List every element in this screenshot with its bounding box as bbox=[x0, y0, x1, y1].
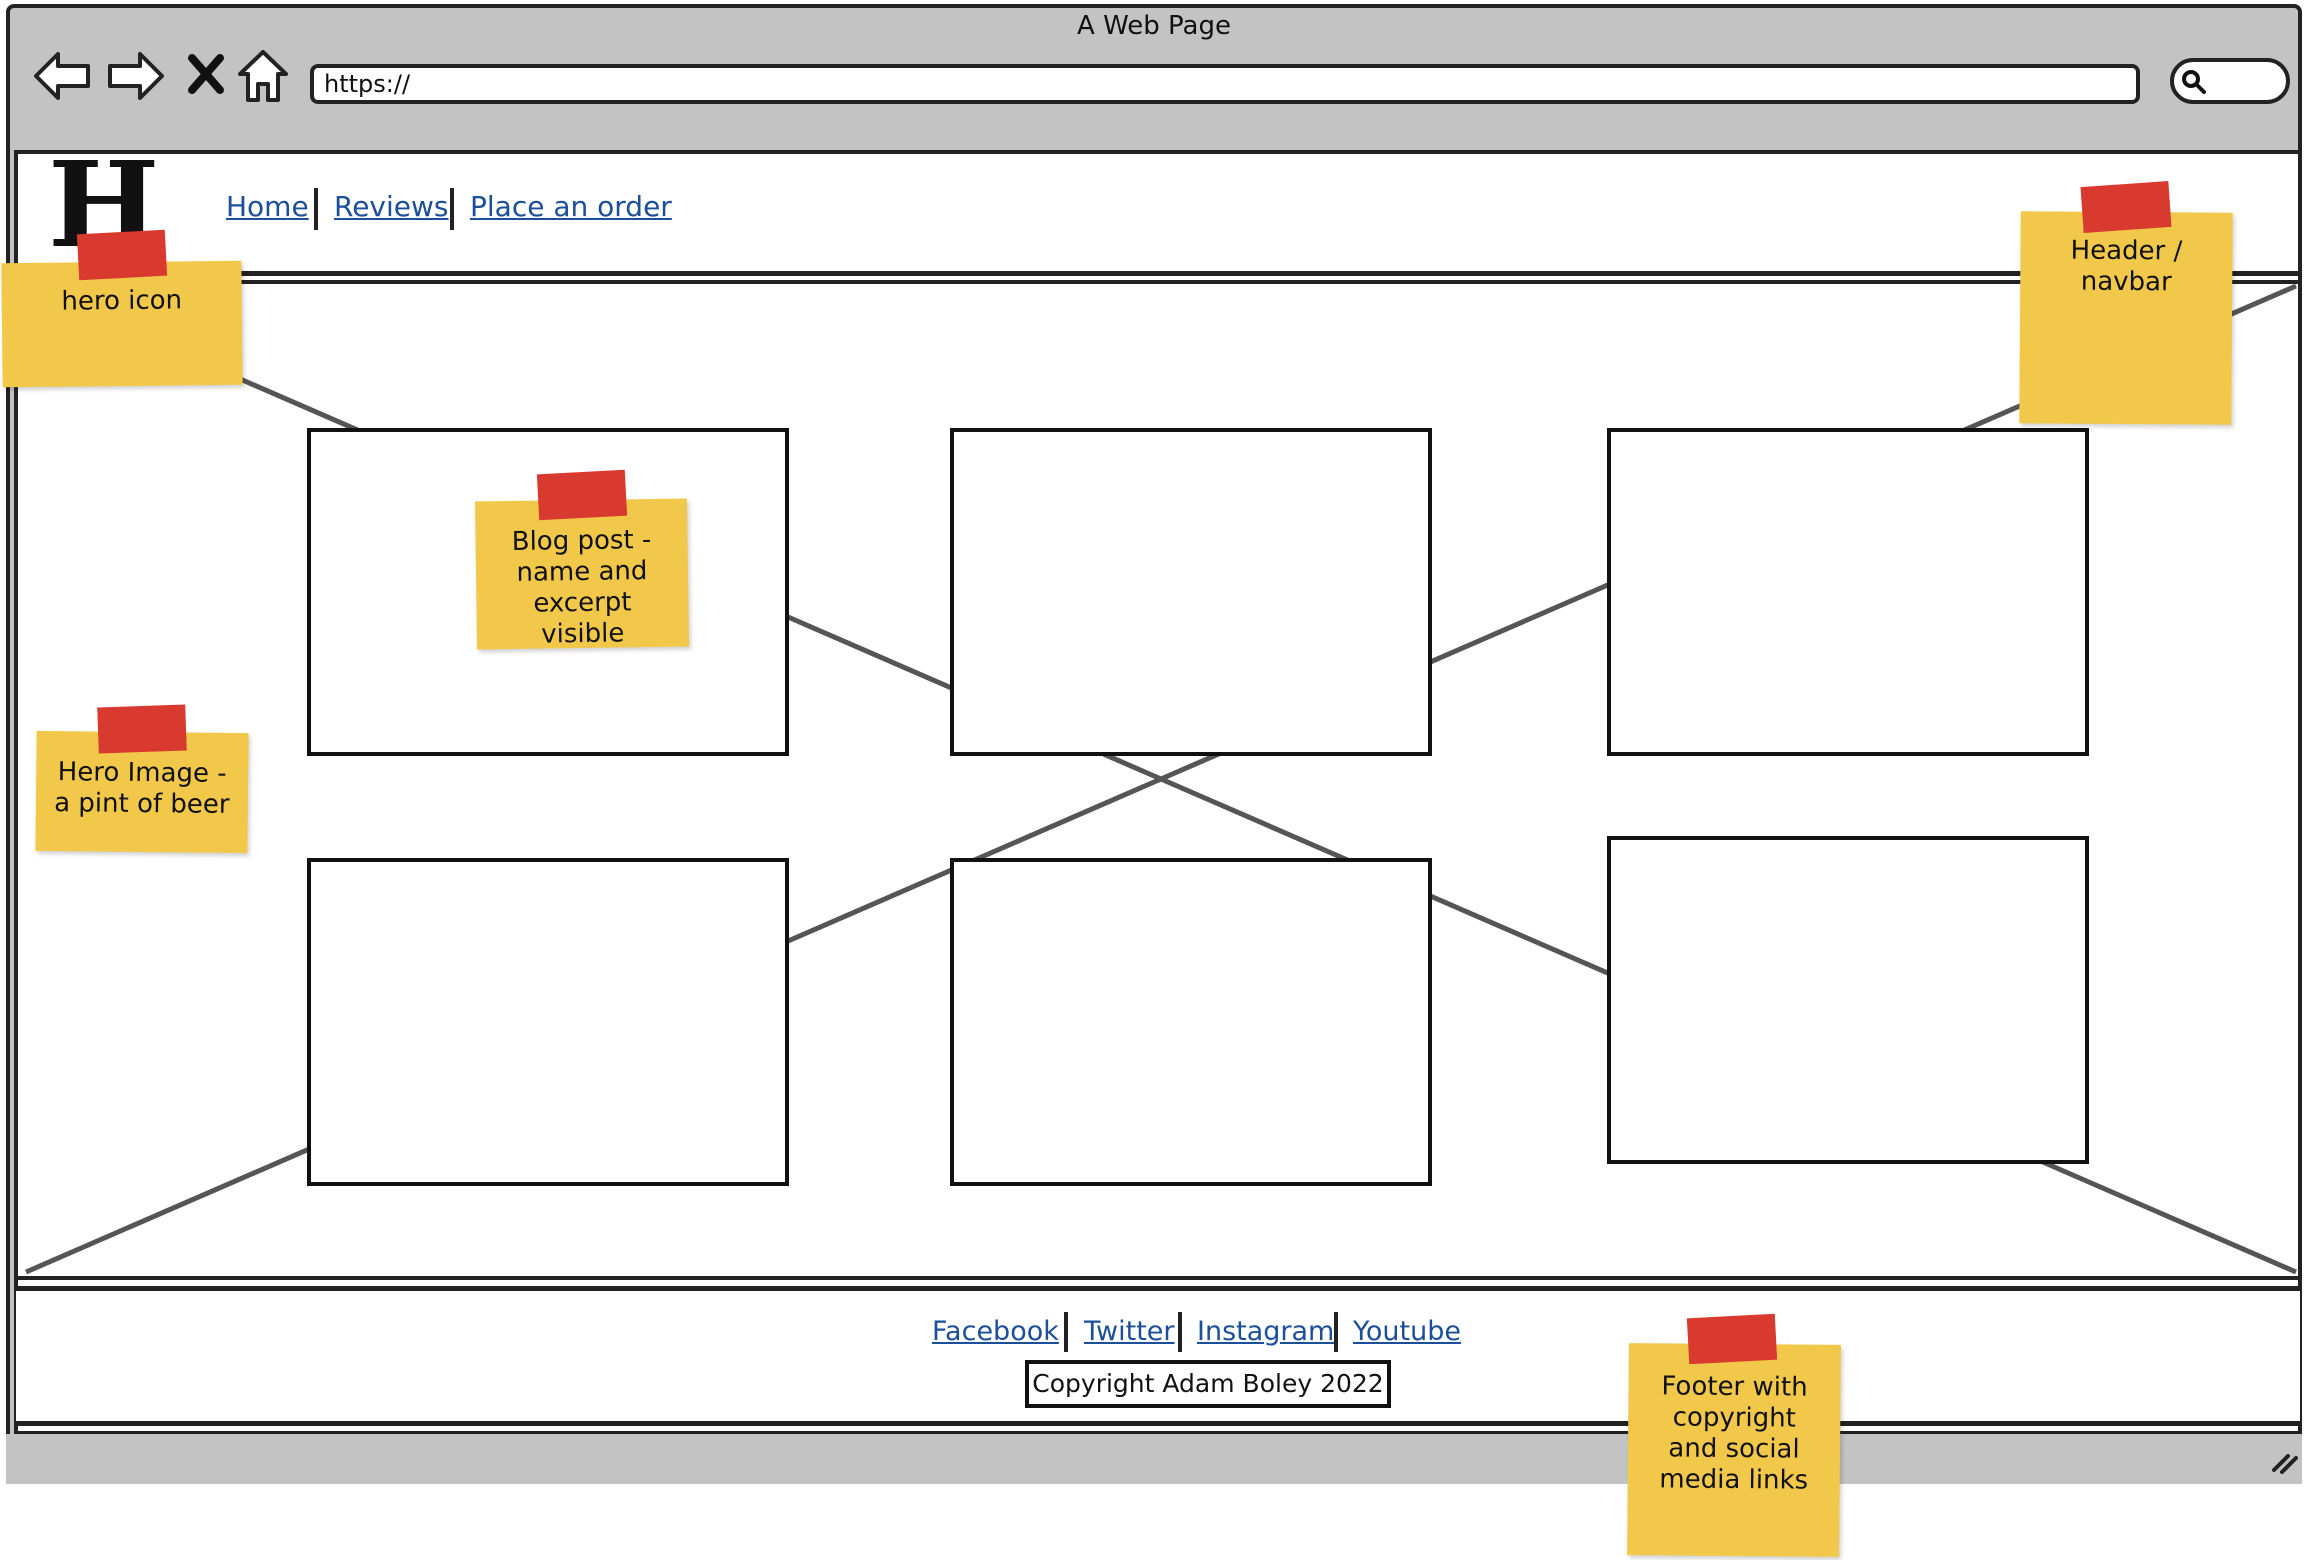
resize-grip-icon[interactable] bbox=[2268, 1444, 2300, 1476]
blog-post-card-4[interactable] bbox=[307, 858, 789, 1186]
forward-arrow-icon[interactable] bbox=[104, 44, 168, 108]
note-text: Header / navbar bbox=[2070, 235, 2183, 298]
footer-separator bbox=[1178, 1312, 1182, 1352]
nav-link-home[interactable]: Home bbox=[226, 190, 309, 223]
site-header bbox=[18, 154, 2298, 276]
note-text: Blog post - name and excerpt visible bbox=[511, 525, 652, 650]
nav-link-place-order[interactable]: Place an order bbox=[470, 190, 672, 223]
blog-post-card-5[interactable] bbox=[950, 858, 1432, 1186]
window-title: A Web Page bbox=[1077, 11, 1231, 41]
copyright-text: Copyright Adam Boley 2022 bbox=[1025, 1360, 1391, 1408]
tape bbox=[1686, 1313, 1778, 1365]
footer-link-facebook[interactable]: Facebook bbox=[932, 1316, 1059, 1347]
sticky-note-blog-post: Blog post - name and excerpt visible bbox=[474, 498, 690, 650]
note-text: hero icon bbox=[61, 285, 183, 317]
nav-separator bbox=[450, 188, 454, 230]
back-arrow-icon[interactable] bbox=[30, 44, 94, 108]
blog-post-card-2[interactable] bbox=[950, 428, 1432, 756]
tape bbox=[97, 704, 187, 754]
blog-post-card-3[interactable] bbox=[1607, 428, 2089, 756]
sticky-note-footer: Footer with copyright and social media l… bbox=[1627, 1343, 1841, 1557]
footer-separator bbox=[1064, 1312, 1068, 1352]
home-icon[interactable] bbox=[236, 44, 290, 108]
status-bar bbox=[6, 1434, 2302, 1484]
note-text: Footer with copyright and social media l… bbox=[1659, 1371, 1809, 1496]
nav-link-reviews[interactable]: Reviews bbox=[334, 190, 449, 223]
search-icon bbox=[2182, 70, 2206, 94]
sticky-note-hero-icon: hero icon bbox=[1, 260, 243, 388]
nav-separator bbox=[314, 188, 318, 230]
sticky-note-header-navbar: Header / navbar bbox=[2019, 211, 2233, 425]
footer-link-twitter[interactable]: Twitter bbox=[1084, 1316, 1175, 1347]
hero-image-area bbox=[18, 280, 2298, 1280]
footer-separator bbox=[1334, 1312, 1338, 1352]
note-text: Hero Image - a pint of beer bbox=[54, 757, 230, 820]
footer-link-youtube[interactable]: Youtube bbox=[1353, 1316, 1461, 1347]
url-bar[interactable]: https:// bbox=[310, 64, 2140, 104]
browser-search-box[interactable] bbox=[2170, 58, 2290, 104]
stop-icon[interactable] bbox=[184, 44, 228, 108]
site-footer bbox=[16, 1286, 2300, 1426]
tape bbox=[76, 229, 168, 281]
footer-link-instagram[interactable]: Instagram bbox=[1197, 1316, 1335, 1347]
blog-post-card-6[interactable] bbox=[1607, 836, 2089, 1164]
tape bbox=[536, 469, 628, 521]
tape bbox=[2080, 180, 2172, 234]
